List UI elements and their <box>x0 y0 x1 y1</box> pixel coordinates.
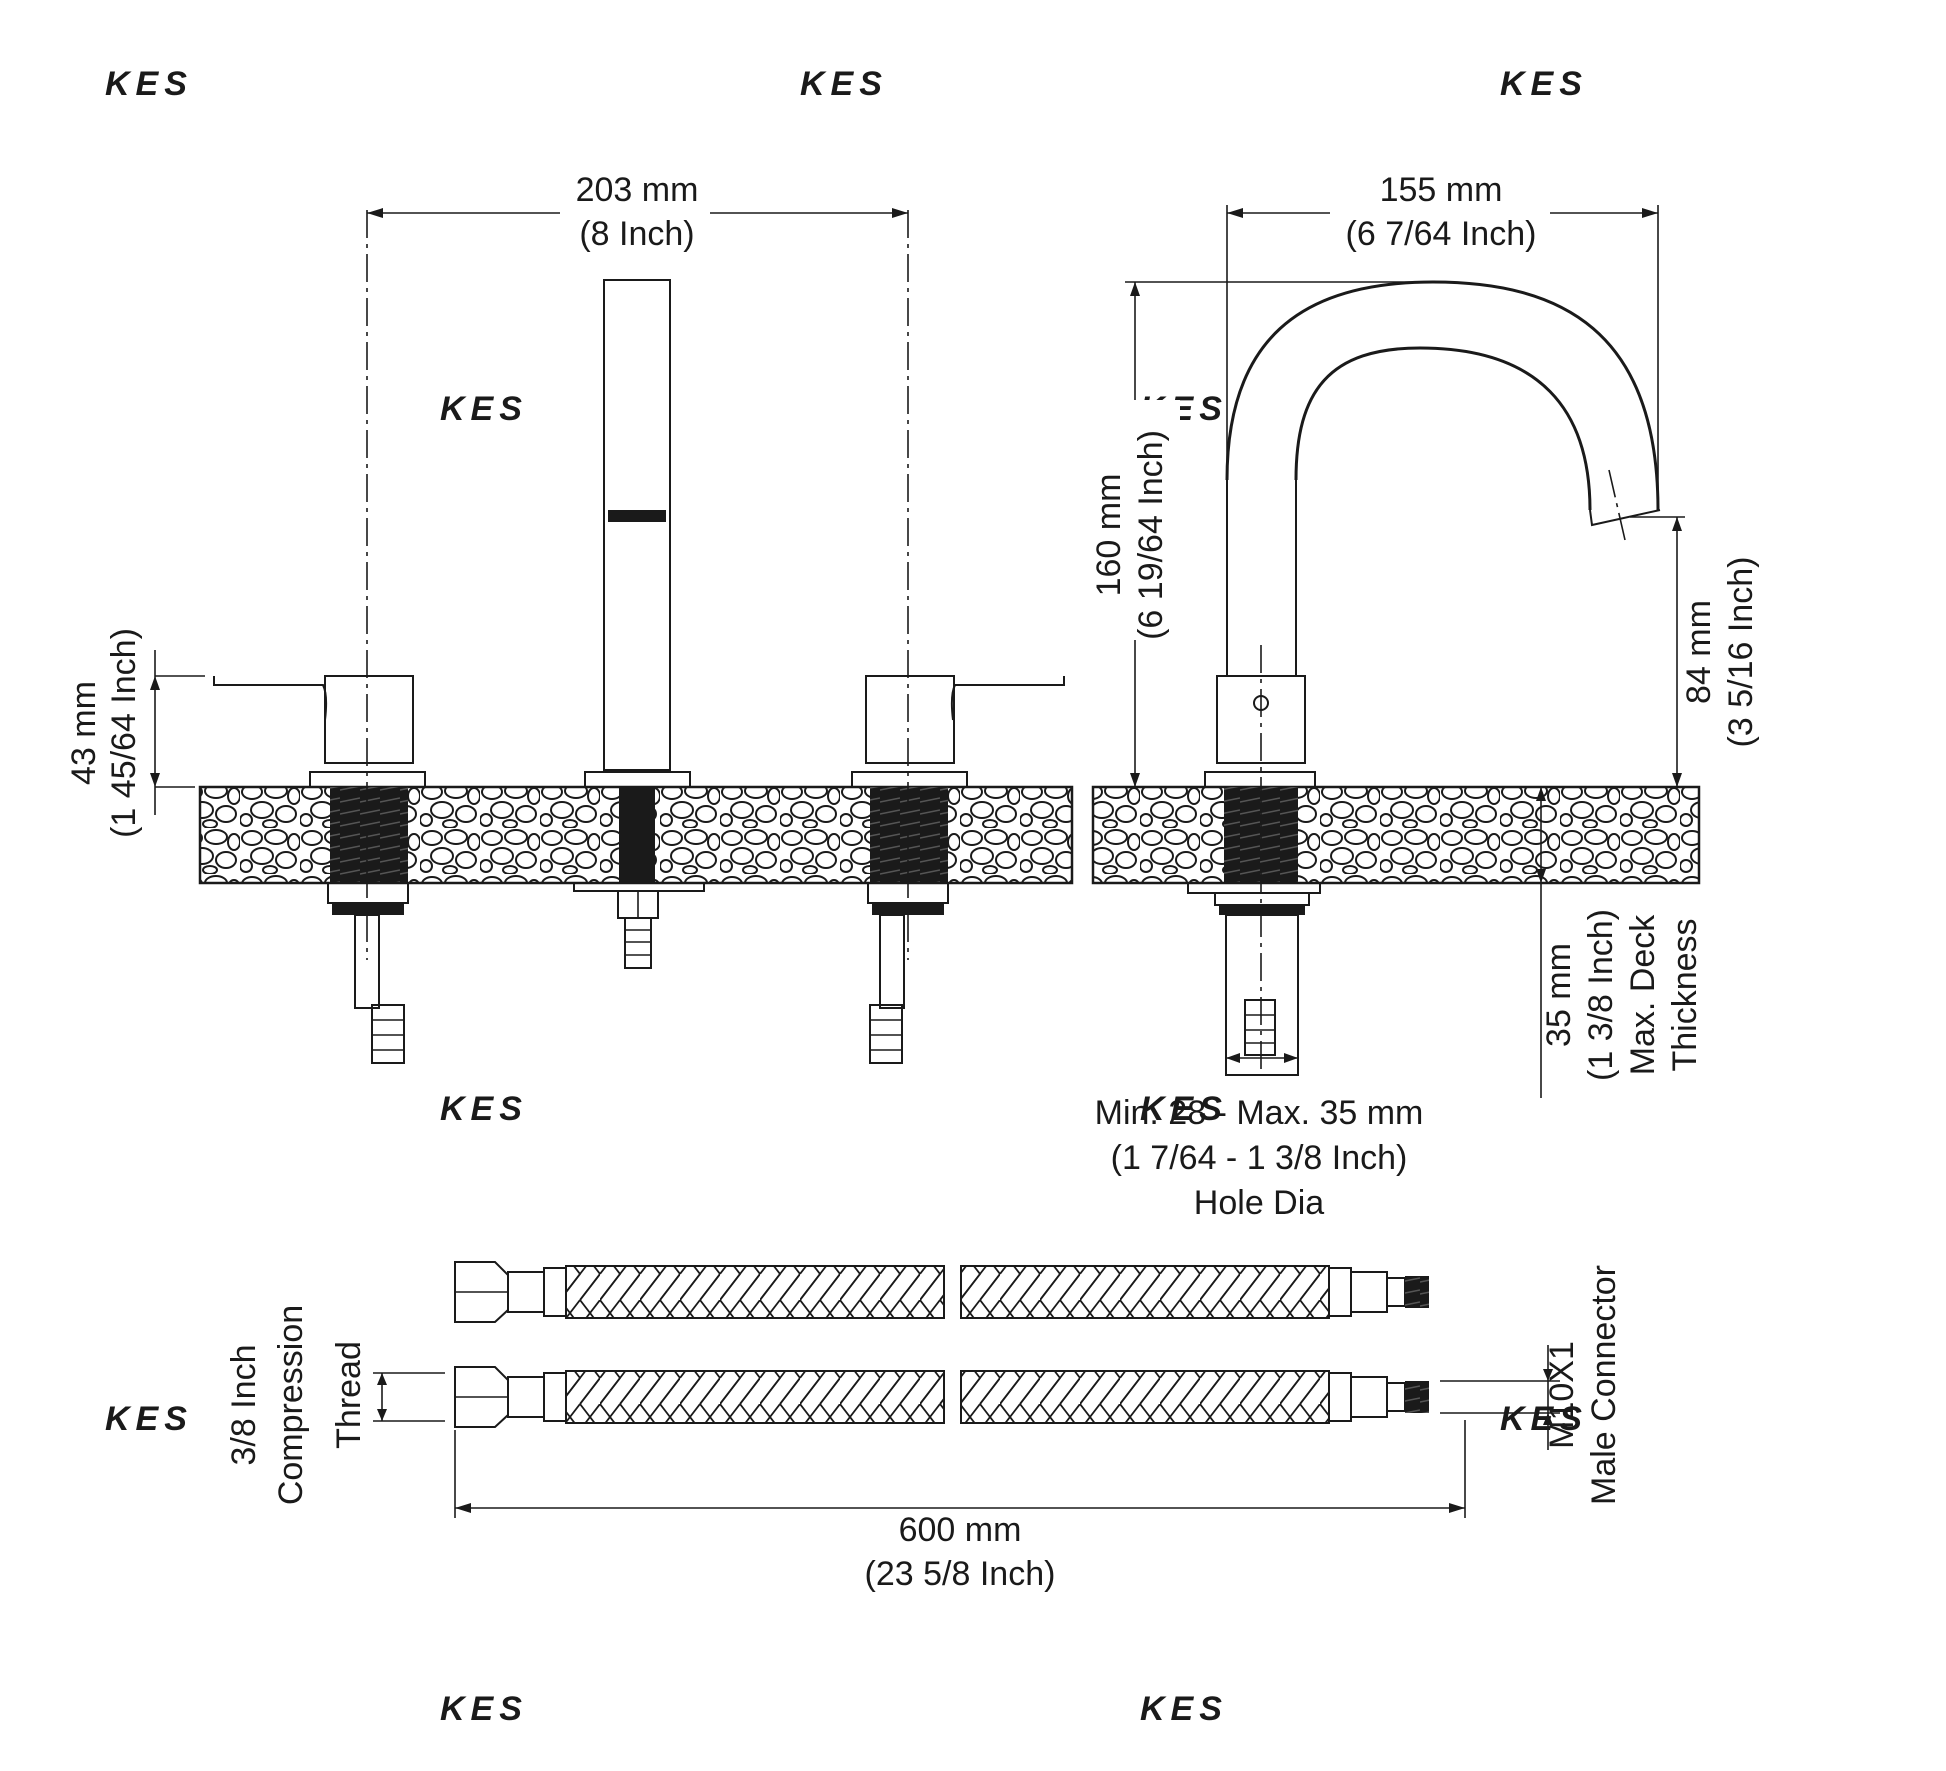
hole-dia-line2: (1 7/64 - 1 3/8 Inch) <box>1111 1139 1408 1177</box>
dimension-deck-thickness: 35 mm (1 3/8 Inch) Max. Deck Thickness <box>1536 787 1704 1098</box>
watermark-text: KES <box>1140 1690 1228 1728</box>
side-deck-slab <box>1091 785 1701 885</box>
spout-inner-curve <box>1294 346 1592 511</box>
dimension-hole-dia: Min. 28 - Max. 35 mm (1 7/64 - 1 3/8 Inc… <box>1095 1053 1424 1222</box>
watermark-text: KES <box>440 1690 528 1728</box>
compression-thread-line2: Compression <box>272 1305 310 1505</box>
watermark-text: KES <box>1140 1090 1228 1128</box>
handle-spacing-mm: 203 mm <box>576 171 699 209</box>
dimension-handle-height: 43 mm (1 45/64 Inch) <box>65 628 205 838</box>
right-handle <box>851 210 1065 1064</box>
male-connector-line1: M10X1 <box>1543 1341 1581 1449</box>
spout-height-mm: 160 mm <box>1090 474 1128 597</box>
spout-reach-mm: 155 mm <box>1380 171 1503 209</box>
compression-thread-line3: Thread <box>330 1341 368 1449</box>
hole-dia-line3: Hole Dia <box>1194 1184 1324 1222</box>
spout-outer-curve <box>1225 280 1660 511</box>
outlet-height-inch: (3 5/16 Inch) <box>1722 557 1760 748</box>
watermark-text: KES <box>105 65 193 103</box>
dimension-spout-reach: 155 mm (6 7/64 Inch) <box>1226 171 1659 500</box>
watermark-text: KES <box>1500 65 1588 103</box>
center-spout <box>573 279 705 969</box>
spout-reach-inch: (6 7/64 Inch) <box>1346 215 1537 253</box>
spout-height-inch: (6 19/64 Inch) <box>1132 430 1170 640</box>
deck-thickness-inch: (1 3/8 Inch) <box>1582 909 1620 1081</box>
left-threaded-shank <box>330 787 408 883</box>
watermark-text: KES <box>105 1400 193 1438</box>
hole-dia-line1: Min. 28 - Max. 35 mm <box>1095 1094 1424 1132</box>
hose-length-inch: (23 5/8 Inch) <box>865 1555 1056 1593</box>
dimension-spout-height: 160 mm (6 19/64 Inch) <box>1090 281 1433 787</box>
watermark-text: KES <box>440 390 528 428</box>
hoses: 600 mm (23 5/8 Inch) 3/8 Inch Compressio… <box>225 1261 1623 1593</box>
side-view: 155 mm (6 7/64 Inch) 160 mm (6 19/64 Inc… <box>1090 171 1760 1222</box>
handle-height-mm: 43 mm <box>65 681 103 785</box>
compression-thread-line1: 3/8 Inch <box>225 1345 263 1466</box>
dimension-hose-length: 600 mm (23 5/8 Inch) <box>454 1420 1466 1593</box>
dimension-male-connector: M10X1 Male Connector <box>1440 1265 1623 1505</box>
hose-bottom <box>454 1366 1429 1428</box>
watermark-text: KES <box>1500 1400 1588 1438</box>
deck-thickness-label1: Max. Deck <box>1624 914 1662 1076</box>
hose-length-mm: 600 mm <box>899 1511 1022 1549</box>
left-handle <box>213 210 426 1064</box>
handle-height-inch: (1 45/64 Inch) <box>105 628 143 838</box>
watermark-text: KES <box>800 65 888 103</box>
outlet-height-mm: 84 mm <box>1680 600 1718 704</box>
hose-top <box>454 1261 1429 1323</box>
deck-thickness-mm: 35 mm <box>1540 943 1578 1047</box>
deck-thickness-label2: Thickness <box>1666 918 1704 1071</box>
watermark-text: KES <box>440 1090 528 1128</box>
front-view: 203 mm (8 Inch) 43 mm (1 45/64 Inch) <box>65 171 1074 1064</box>
side-mounting-rod <box>1225 914 1299 1076</box>
dimension-outlet-height: 84 mm (3 5/16 Inch) <box>1630 516 1760 787</box>
side-handle-body <box>1216 675 1306 764</box>
dimension-compression-thread: 3/8 Inch Compression Thread <box>225 1305 445 1505</box>
dimension-handle-spacing: 203 mm (8 Inch) <box>367 171 908 260</box>
right-threaded-shank <box>870 787 948 883</box>
male-connector-line2: Male Connector <box>1585 1265 1623 1505</box>
handle-spacing-inch: (8 Inch) <box>579 215 694 253</box>
